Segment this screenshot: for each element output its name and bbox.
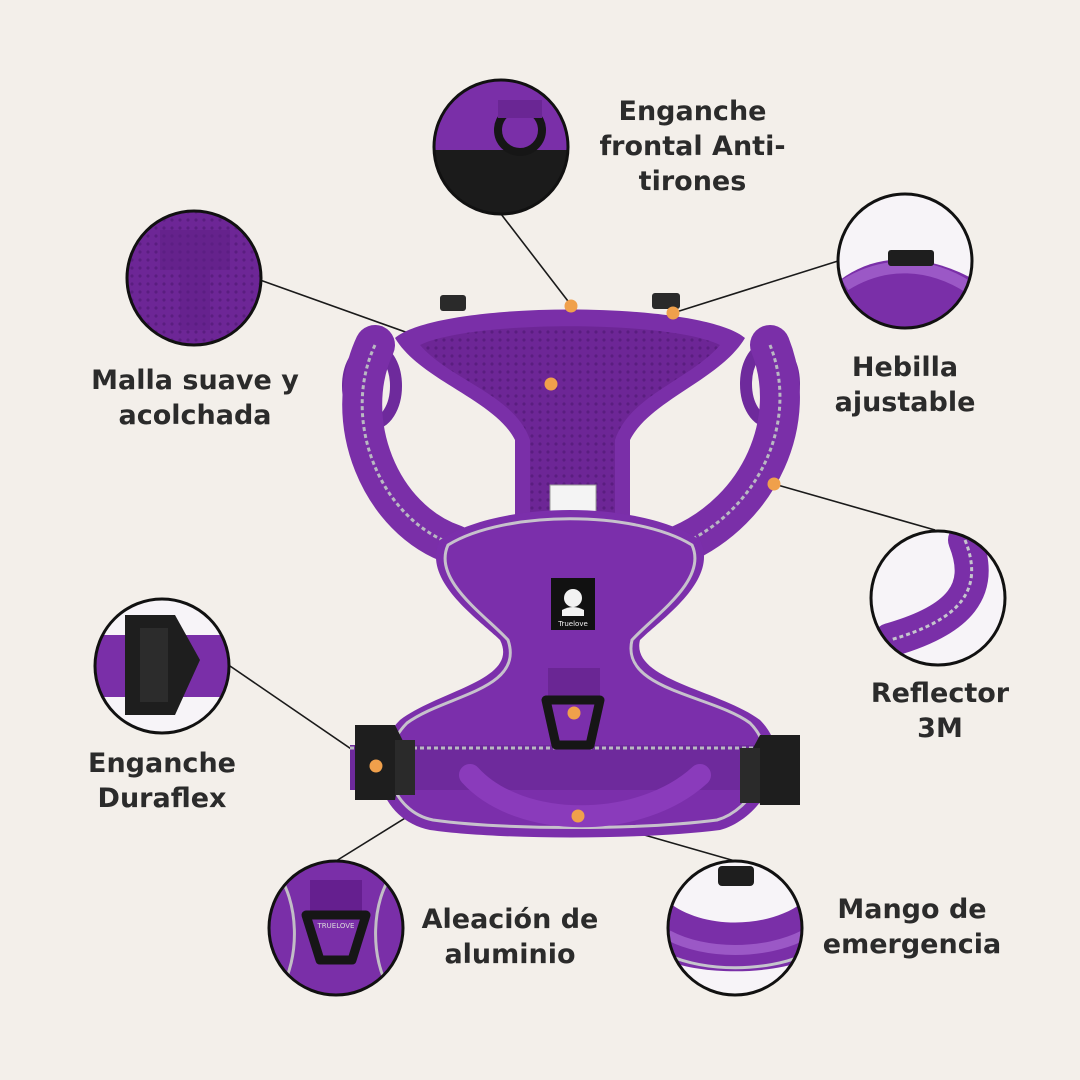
harness-brand-tag: Truelove bbox=[557, 620, 588, 628]
label-emergency-handle: Mango de emergencia bbox=[822, 894, 1002, 960]
connector-reflector bbox=[773, 483, 936, 531]
dot-reflector bbox=[767, 477, 781, 491]
connector-front bbox=[500, 213, 572, 306]
dot-aluminum bbox=[567, 706, 581, 720]
buckle-detail-icon bbox=[836, 192, 974, 330]
connector-buckle bbox=[672, 260, 839, 314]
mesh-detail-icon bbox=[125, 209, 263, 347]
callout-dots bbox=[369, 299, 781, 823]
dot-buckle bbox=[666, 306, 680, 320]
dot-handle bbox=[571, 809, 585, 823]
harness-main: Truelove bbox=[342, 293, 800, 838]
right-side-buckle bbox=[740, 735, 800, 805]
aluminum-ring-detail-icon: TRUELOVE bbox=[267, 859, 405, 997]
label-duraflex: Enganche Duraflex bbox=[88, 748, 236, 814]
side-buckle-detail-icon bbox=[93, 597, 231, 735]
reflective-strap-detail-icon bbox=[869, 529, 1007, 667]
label-front-anti-pull: Enganche frontal Anti- tirones bbox=[599, 96, 786, 197]
dot-front bbox=[564, 299, 578, 313]
label-adjustable-buckle: Hebilla ajustable bbox=[834, 352, 976, 418]
label-aluminum-alloy: Aleación de aluminio bbox=[421, 904, 599, 970]
label-soft-mesh: Malla suave y acolchada bbox=[91, 365, 299, 431]
ring-engraving: TRUELOVE bbox=[317, 922, 355, 930]
handle-detail-icon bbox=[666, 859, 804, 997]
dot-duraflex bbox=[369, 759, 383, 773]
d-ring-detail-icon bbox=[432, 78, 570, 216]
label-3m-reflector: Reflector 3M bbox=[870, 678, 1010, 744]
dot-mesh bbox=[544, 377, 558, 391]
